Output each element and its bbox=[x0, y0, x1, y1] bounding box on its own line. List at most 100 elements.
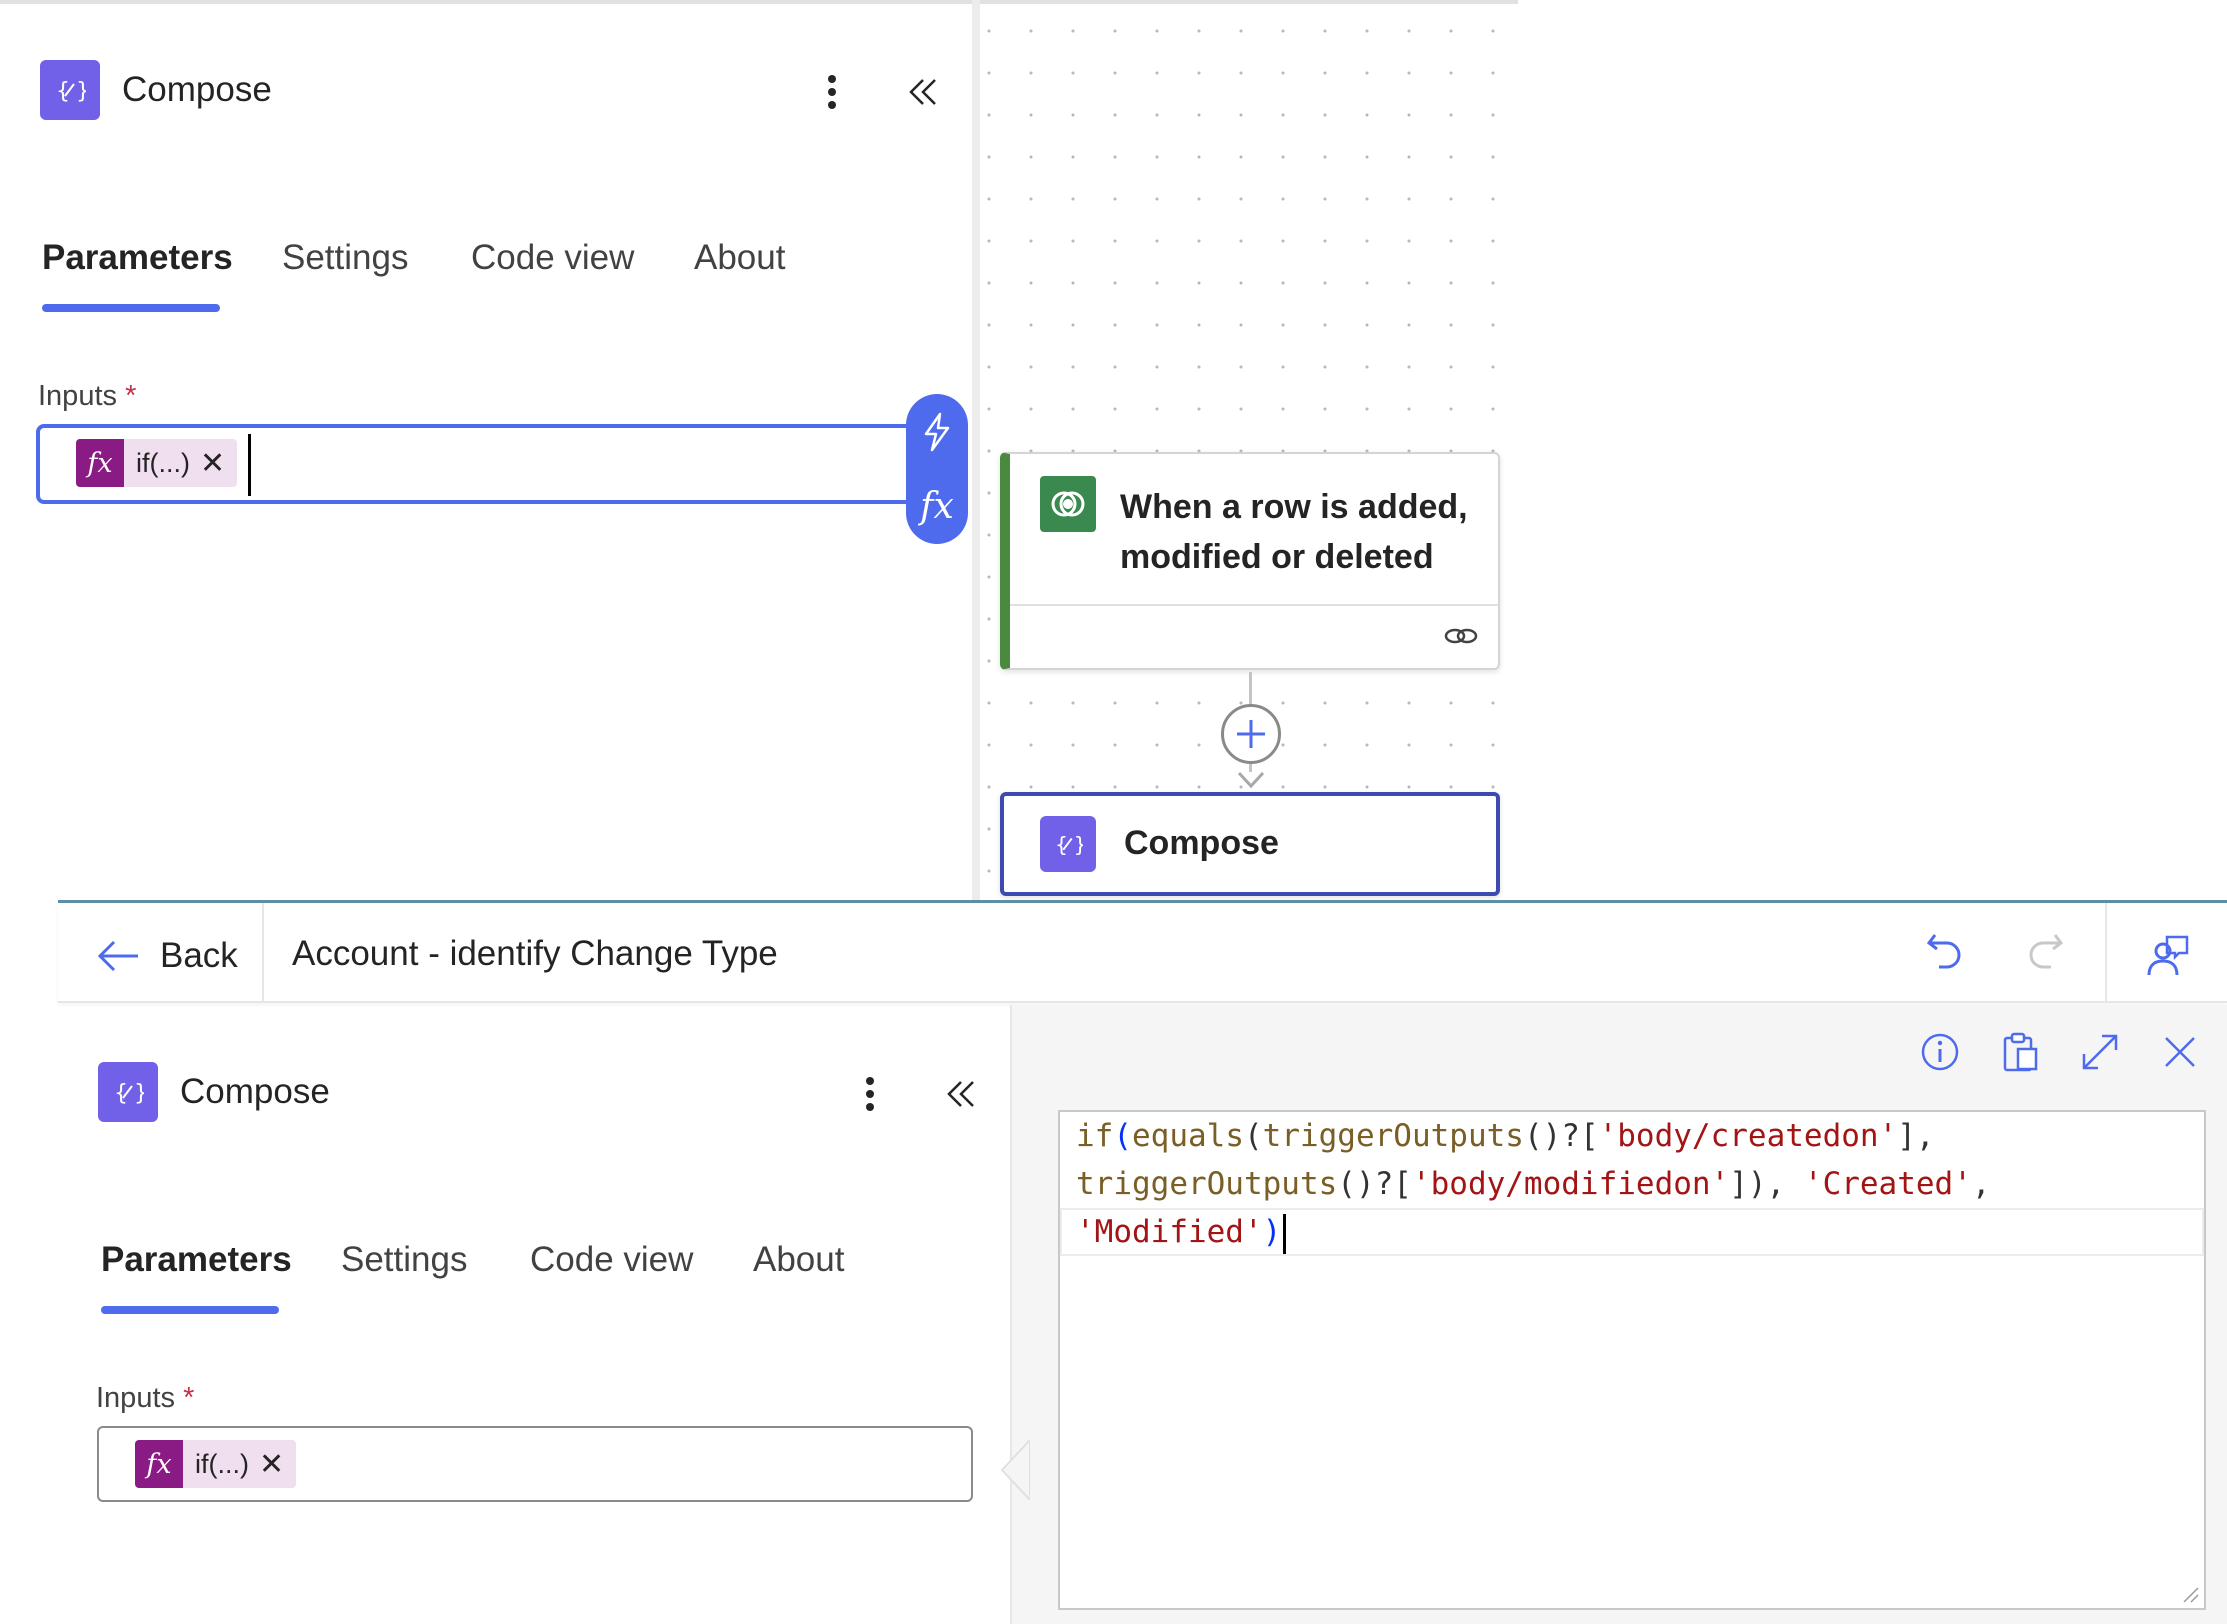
dynamic-content-button[interactable] bbox=[906, 394, 968, 469]
compose-icon: {} bbox=[112, 1076, 144, 1108]
svg-text:}: } bbox=[76, 79, 86, 104]
tab-about[interactable]: About bbox=[694, 238, 786, 277]
connector-arrow-icon bbox=[1236, 770, 1266, 790]
tab-code-view[interactable]: Code view bbox=[471, 238, 635, 277]
inputs-field[interactable]: fx if(...) ✕ bbox=[36, 424, 926, 504]
tab-settings[interactable]: Settings bbox=[341, 1240, 468, 1279]
required-mark: * bbox=[125, 380, 137, 412]
more-options-icon bbox=[865, 1076, 875, 1112]
trigger-card-header: When a row is added, modified or deleted bbox=[1010, 454, 1498, 606]
paste-icon bbox=[2000, 1031, 2040, 1073]
panel-title: Compose bbox=[122, 70, 272, 109]
svg-text:{: { bbox=[1055, 833, 1068, 857]
compose-card-title: Compose bbox=[1124, 824, 1279, 862]
fx-icon: fx bbox=[76, 439, 124, 487]
panel-divider bbox=[972, 0, 980, 900]
compose-card[interactable]: {} Compose bbox=[1000, 792, 1500, 896]
code-token: 'body/modifiedon' bbox=[1411, 1166, 1730, 1202]
expand-icon bbox=[2080, 1032, 2120, 1072]
code-token: ?[ bbox=[1374, 1166, 1412, 1202]
tab-parameters[interactable]: Parameters bbox=[101, 1240, 292, 1279]
svg-text:{: { bbox=[56, 79, 70, 104]
copilot-button[interactable] bbox=[2140, 928, 2196, 984]
redo-button[interactable] bbox=[2020, 928, 2070, 978]
code-token: ) bbox=[1262, 1214, 1282, 1250]
expression-token[interactable]: fx if(...) ✕ bbox=[135, 1440, 297, 1488]
expression-token[interactable]: fx if(...) ✕ bbox=[76, 439, 238, 487]
designer-toolbar bbox=[58, 903, 2227, 1003]
remove-token-icon[interactable]: ✕ bbox=[200, 446, 226, 480]
link-icon[interactable] bbox=[1444, 624, 1478, 648]
collapse-icon bbox=[907, 76, 939, 108]
more-options-button[interactable] bbox=[812, 70, 852, 114]
collapse-panel-button[interactable] bbox=[938, 1072, 984, 1116]
expression-code: if(equals(triggerOutputs()?['body/create… bbox=[1076, 1112, 1991, 1256]
current-line-highlight bbox=[1060, 1208, 2204, 1256]
tab-about[interactable]: About bbox=[753, 1240, 845, 1279]
collapse-panel-button[interactable] bbox=[900, 70, 946, 114]
compose-tile: {} bbox=[98, 1062, 158, 1122]
code-token: 'Created' bbox=[1803, 1166, 1972, 1202]
close-editor-button[interactable] bbox=[2158, 1030, 2202, 1074]
active-tab-indicator bbox=[101, 1306, 279, 1314]
expand-button[interactable] bbox=[2078, 1030, 2122, 1074]
compose-icon: {} bbox=[54, 74, 86, 106]
add-step-button[interactable] bbox=[1221, 704, 1281, 764]
compose-tile: {} bbox=[1040, 816, 1096, 872]
code-token: () bbox=[1337, 1166, 1375, 1202]
blank-area bbox=[1518, 0, 2227, 900]
text-caret bbox=[1283, 1213, 1287, 1254]
back-arrow-icon bbox=[96, 938, 140, 974]
inputs-label: Inputs * bbox=[38, 380, 136, 413]
active-tab-indicator bbox=[42, 304, 220, 312]
code-token: triggerOutputs bbox=[1262, 1118, 1524, 1154]
code-token: ]), bbox=[1729, 1166, 1786, 1202]
fx-icon: fx bbox=[920, 486, 954, 527]
editor-divider bbox=[1010, 1005, 1012, 1624]
expression-button[interactable]: fx bbox=[906, 469, 968, 544]
inputs-field[interactable]: fx if(...) ✕ bbox=[97, 1426, 973, 1502]
compose-icon: {} bbox=[1053, 829, 1083, 859]
token-label: if(...) bbox=[195, 1448, 249, 1479]
code-token: 'Modified' bbox=[1076, 1214, 1263, 1250]
back-button[interactable]: Back bbox=[96, 928, 238, 984]
dataverse-tile bbox=[1040, 476, 1096, 532]
toolbar-separator bbox=[262, 903, 264, 1003]
expression-input[interactable]: if(equals(triggerOutputs()?['body/create… bbox=[1058, 1110, 2206, 1610]
tab-settings[interactable]: Settings bbox=[282, 238, 409, 277]
code-token: equals bbox=[1132, 1118, 1244, 1154]
remove-token-icon[interactable]: ✕ bbox=[259, 1447, 285, 1481]
token-label: if(...) bbox=[136, 447, 190, 478]
toolbar-separator bbox=[2105, 903, 2107, 1003]
svg-text:{: { bbox=[114, 1081, 128, 1106]
code-token: ?[ bbox=[1561, 1118, 1599, 1154]
redo-icon bbox=[2025, 931, 2065, 975]
trigger-title: When a row is added, modified or deleted bbox=[1120, 488, 1468, 576]
resize-grip-icon[interactable] bbox=[2178, 1582, 2200, 1604]
code-token: , bbox=[1971, 1166, 1991, 1202]
more-options-button[interactable] bbox=[850, 1072, 890, 1116]
undo-button[interactable] bbox=[1920, 928, 1970, 978]
paste-button[interactable] bbox=[1998, 1030, 2042, 1074]
back-label: Back bbox=[160, 936, 238, 975]
trigger-card[interactable]: When a row is added, modified or deleted bbox=[1000, 452, 1500, 670]
code-token: () bbox=[1523, 1118, 1562, 1154]
insert-token-pill: fx bbox=[906, 394, 968, 544]
section-divider bbox=[58, 900, 2227, 903]
tab-parameters[interactable]: Parameters bbox=[42, 238, 233, 277]
inputs-label-text: Inputs bbox=[96, 1382, 175, 1414]
inputs-label-text: Inputs bbox=[38, 380, 117, 412]
code-token: triggerOutputs bbox=[1076, 1166, 1338, 1202]
add-icon bbox=[1233, 716, 1269, 752]
tab-code-view[interactable]: Code view bbox=[530, 1240, 694, 1279]
undo-icon bbox=[1925, 931, 1965, 975]
collapse-icon bbox=[945, 1078, 977, 1110]
info-button[interactable] bbox=[1918, 1030, 1962, 1074]
code-token: ( bbox=[1113, 1118, 1132, 1154]
dataverse-icon bbox=[1049, 485, 1087, 523]
svg-text:}: } bbox=[1074, 833, 1083, 857]
flow-name: Account - identify Change Type bbox=[292, 934, 778, 973]
panel-title: Compose bbox=[180, 1072, 330, 1111]
more-options-icon bbox=[827, 74, 837, 110]
inputs-label: Inputs * bbox=[96, 1382, 194, 1415]
